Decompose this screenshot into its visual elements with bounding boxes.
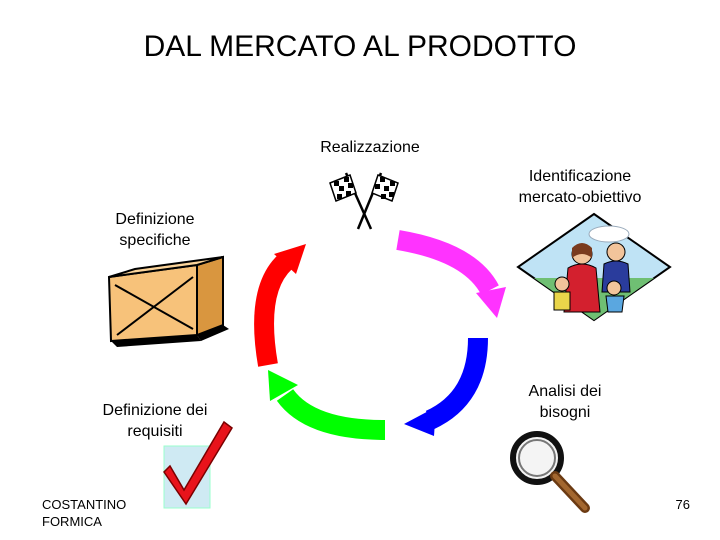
footer-author: COSTANTINO FORMICA xyxy=(42,496,126,530)
arrow-blue xyxy=(404,338,478,436)
arrow-green xyxy=(268,370,385,430)
arrow-magenta xyxy=(398,240,506,318)
family-icon xyxy=(514,212,674,322)
magnifying-glass-icon xyxy=(505,428,595,518)
arrow-red xyxy=(264,244,306,365)
page-number: 76 xyxy=(650,497,690,512)
checkered-flags-icon xyxy=(326,165,406,235)
checkmark-icon xyxy=(160,418,240,513)
package-icon xyxy=(105,255,235,350)
